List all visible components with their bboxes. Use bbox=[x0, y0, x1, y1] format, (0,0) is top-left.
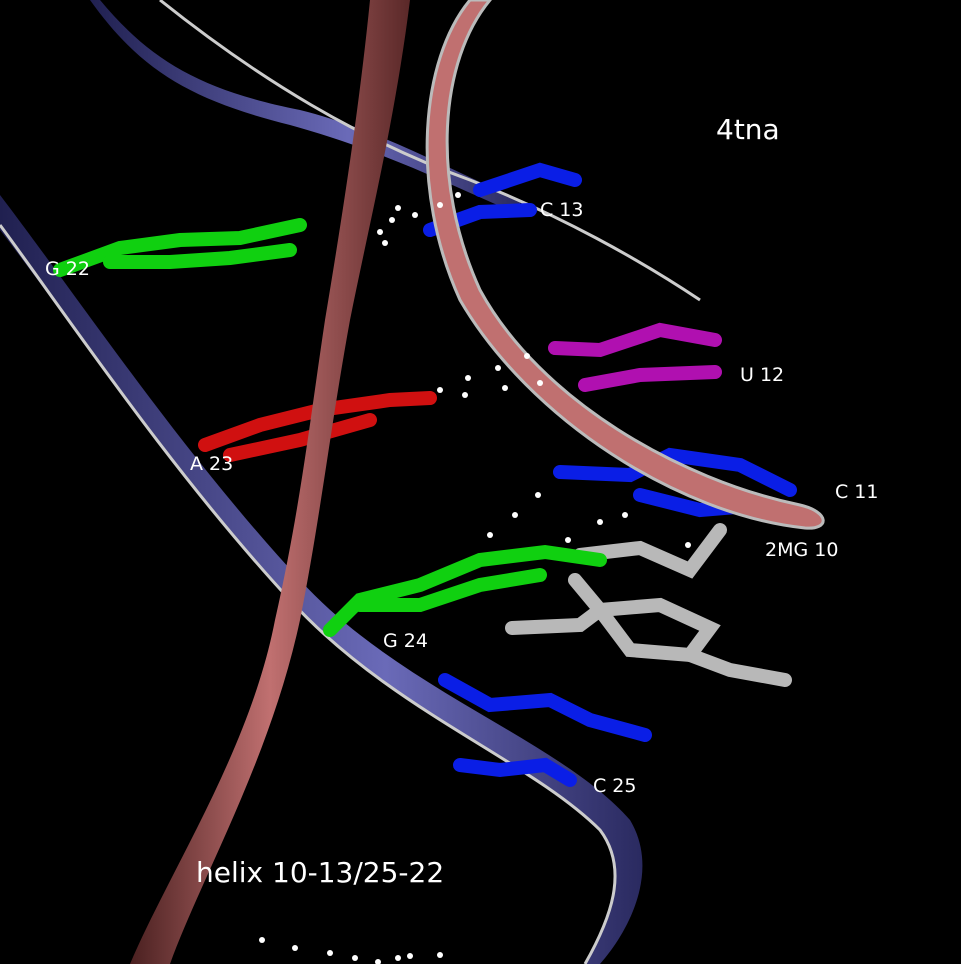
hydrogen-bonds bbox=[259, 192, 691, 964]
residue-label-a23: A 23 bbox=[190, 453, 234, 475]
backbone-ribbon-red-loop bbox=[425, 0, 825, 530]
base-2mg10 bbox=[505, 523, 792, 687]
residue-label-u12: U 12 bbox=[740, 364, 785, 386]
residue-label-c13: C 13 bbox=[540, 199, 584, 221]
residue-label-c25: C 25 bbox=[593, 775, 637, 797]
backbone-ribbon-blue-top bbox=[90, 0, 520, 215]
backbone-ribbon-blue-left bbox=[0, 195, 643, 964]
base-g24 bbox=[323, 544, 607, 637]
helix-caption: helix 10-13/25-22 bbox=[196, 856, 445, 889]
residue-label-2mg10: 2MG 10 bbox=[765, 539, 839, 561]
backbone-edge bbox=[0, 224, 617, 964]
base-u12 bbox=[548, 322, 722, 392]
structure-title: 4tna bbox=[716, 113, 780, 146]
residue-label-g24: G 24 bbox=[383, 630, 428, 652]
residue-label-g22: G 22 bbox=[45, 258, 90, 280]
residue-label-c11: C 11 bbox=[835, 481, 879, 503]
base-c25 bbox=[438, 673, 652, 787]
base-g22 bbox=[53, 218, 307, 277]
backbone-ribbon-red-vertical bbox=[130, 0, 410, 964]
